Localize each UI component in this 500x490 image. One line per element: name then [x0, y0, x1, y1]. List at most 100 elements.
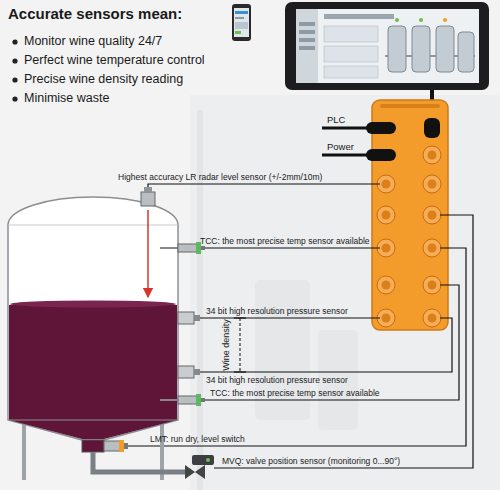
sensor-connector	[201, 398, 205, 402]
port	[377, 206, 395, 224]
master-ports	[377, 146, 441, 327]
tablet-indicator	[443, 18, 447, 22]
port-core	[428, 314, 437, 323]
background-vat	[255, 280, 310, 420]
sensor-ring	[119, 440, 124, 452]
bullet-dot	[12, 96, 17, 101]
phone-ui-bar	[235, 31, 241, 34]
tablet-panel	[324, 26, 378, 42]
master-ridge	[380, 104, 440, 108]
port-core	[428, 151, 437, 160]
sensor-cable	[205, 247, 380, 248]
outlet-pipe	[93, 452, 185, 472]
sensor-connector	[194, 369, 200, 375]
probe-stem	[160, 399, 178, 401]
port-core	[382, 314, 391, 323]
sensor-cable	[214, 215, 473, 468]
tablet-sidebar	[296, 9, 318, 83]
port	[423, 146, 441, 164]
sensor-cables	[128, 184, 473, 468]
sensor-ring	[196, 394, 201, 406]
bullet-point: Monitor wine quality 24/7	[24, 34, 162, 49]
bullet-point: Minimise waste	[24, 91, 109, 106]
port-core	[428, 244, 437, 253]
tablet-screen	[296, 9, 479, 83]
port	[377, 276, 395, 294]
ethernet-plug	[424, 118, 440, 138]
bullet-point: Precise wine density reading	[24, 72, 183, 87]
tablet-menu-item	[299, 38, 315, 42]
phone-ui-bar	[235, 17, 244, 19]
phone-ui-chart	[235, 22, 248, 29]
sensor-cable	[200, 318, 452, 372]
tablet-tank	[436, 26, 454, 72]
signal-label: PLC	[327, 114, 345, 125]
sensor-connector	[201, 246, 205, 250]
sensor-cable	[148, 184, 380, 188]
sensor-label: 34 bit high resolution pressure sensor	[206, 375, 348, 385]
bullet-dot	[12, 77, 17, 82]
page-title: Accurate sensors mean:	[8, 5, 182, 23]
plc-cable	[322, 127, 372, 130]
background-hall	[190, 95, 500, 490]
port-core	[382, 180, 391, 189]
bracket-tick	[234, 317, 246, 318]
tcc-sensor	[178, 244, 197, 252]
tablet-panel	[324, 66, 378, 78]
radar-sensor	[141, 192, 155, 206]
bracket-tick	[234, 371, 246, 372]
tablet-menu-item	[299, 22, 315, 26]
tablet-body	[285, 2, 489, 90]
wine-surface	[10, 301, 176, 308]
tank-outlet	[82, 440, 104, 452]
sensor-cable	[205, 285, 459, 400]
bullet-dot	[12, 58, 17, 63]
port-core	[428, 180, 437, 189]
sensor-connector	[124, 443, 128, 449]
sensor-connector	[194, 315, 200, 321]
phone-body	[232, 4, 251, 41]
lmt-sensor	[104, 441, 120, 451]
bullet-dot	[12, 39, 17, 44]
power-plug	[366, 149, 396, 161]
port	[423, 276, 441, 294]
sensor-label: MVQ: valve position sensor (monitoring 0…	[222, 456, 400, 466]
phone-screen	[234, 8, 249, 37]
sensor-label: Highest accuracy LR radar level sensor (…	[118, 172, 322, 182]
tablet-menu-item	[299, 30, 315, 34]
port	[423, 309, 441, 327]
probe-stem	[160, 247, 178, 249]
io-link-master	[372, 100, 448, 330]
tablet-tank	[388, 26, 406, 72]
tablet-indicator	[395, 18, 399, 22]
wine-tank	[8, 197, 178, 440]
wine-fill	[9, 302, 177, 439]
tablet-panel	[324, 46, 378, 62]
tablet-indicator	[419, 18, 423, 22]
background-pipe	[197, 110, 203, 490]
port	[423, 175, 441, 193]
plc-plug	[366, 122, 396, 134]
dimension-bracket	[240, 318, 241, 372]
port-core	[382, 211, 391, 220]
sensor-cable	[200, 317, 380, 318]
dimension-label: Wine density	[221, 319, 232, 371]
mvq-sensor	[192, 455, 214, 465]
valve-symbol	[185, 465, 205, 479]
port-core	[382, 281, 391, 290]
bullet-point: Perfect wine temperature control	[24, 53, 205, 68]
sensor-label: LMT: run dry, level switch	[150, 434, 245, 444]
sensor-led	[206, 458, 210, 462]
tablet-menu-item	[299, 46, 315, 50]
tcc-sensor	[178, 396, 197, 404]
pressure-sensor	[178, 312, 194, 324]
tablet-header	[324, 14, 394, 19]
pressure-sensor	[178, 366, 194, 378]
tank-seam	[8, 225, 178, 226]
sensor-connector	[144, 187, 152, 192]
tablet-tank	[458, 32, 474, 72]
sensor-label: 34 bit high resolution pressure sensor	[206, 306, 348, 316]
radar-beam-arrow	[147, 210, 149, 297]
sensor-label: TCC: the most precise temp sensor availa…	[210, 388, 380, 398]
